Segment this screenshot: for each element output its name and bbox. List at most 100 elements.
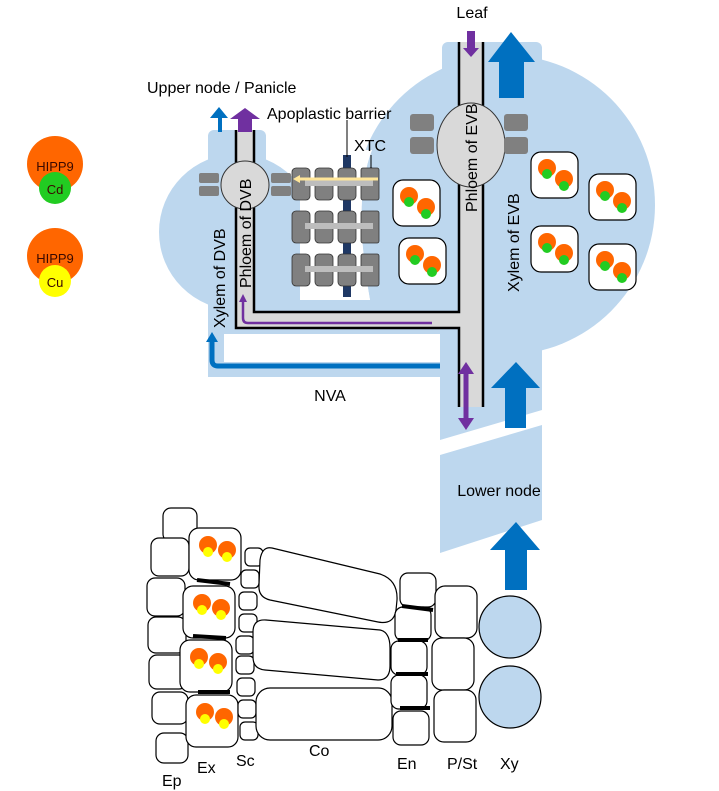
cu-ion-icon [197,605,207,615]
cu-ion-icon [222,552,232,562]
cu-ion-icon [203,547,213,557]
cd-ion-icon [39,172,71,204]
casparian-strip [192,634,227,640]
nva-label: NVA [314,388,346,405]
hipp9-protein-icon [190,648,208,666]
cd-ion-icon [410,255,420,265]
nva-gap [224,334,440,362]
plasmodesmata [305,223,373,229]
root-xylem-arrow [490,522,540,590]
leaf-label: Leaf [456,5,488,22]
layer-label-xy: Xy [500,756,519,773]
legend: HIPP9 Cd HIPP9 Cu [27,136,83,297]
layer-label-ep: Ep [162,773,182,790]
layer-label-en: En [397,756,417,773]
pericycle-cell [431,637,475,691]
hipp9-protein-icon [196,703,214,721]
hipp9-protein-icon [218,541,236,559]
hipp9-cd-cell [588,243,637,291]
cd-ion-icon [542,243,552,253]
pericycle-cell [433,689,477,743]
hipp9-protein-icon [209,653,227,671]
upper-node-label: Upper node / Panicle [147,80,297,97]
evb-top-stem [442,42,542,102]
sclerenchyma-cell [235,635,255,655]
hipp9-protein-icon [27,228,83,284]
phloem-dvb-label: Phloem of DVB [238,179,255,288]
lower-node-segment [440,425,542,553]
legend-hipp9-cu: HIPP9 Cu [27,228,83,297]
companion-cells [199,114,528,196]
legend-hipp9-cd: HIPP9 Cd [27,136,83,204]
layer-label-ex: Ex [197,760,216,777]
layer-label-sc: Sc [236,753,255,770]
xylem-vessel [478,595,542,659]
hipp9-cu-cell [182,585,236,639]
legend-protein-label: HIPP9 [36,251,74,266]
hipp9-protein-icon [613,192,631,210]
hipp9-cd-cell [392,179,441,227]
cu-ion-icon [216,610,226,620]
xylem-evb-label: Xylem of EVB [506,193,523,292]
hipp9-protein-icon [555,244,573,262]
layer-label-pst: P/St [447,756,478,773]
cd-ion-icon [600,191,610,201]
evb-phloem-strand [459,42,483,407]
sclerenchyma-cell [236,677,256,697]
lower-node-label: Lower node [457,483,541,500]
dvb-phloem-circle [220,160,270,210]
epidermis-cell [155,732,189,764]
xylem-dvb-label: Xylem of DVB [212,228,229,328]
hipp9-cu-cell [179,639,233,693]
epidermis-cell [151,691,189,725]
upper-xylem-arrow [210,107,228,132]
cd-ion-icon [559,255,569,265]
cd-ion-icon [600,261,610,271]
nva-xylem-flow [209,340,440,369]
labels: Leaf Upper node / Panicle Apoplastic bar… [147,5,541,790]
xtc-label: XTC [354,138,386,155]
layer-label-co: Co [309,743,330,760]
hipp9-cu-cell [188,527,242,581]
cd-ion-icon [427,267,437,277]
xylem-vessel [478,665,542,729]
cd-ion-icon [617,203,627,213]
sclerenchyma-cell [238,591,258,611]
hipp9-cd-cell [530,225,579,273]
sclerenchyma-cell [240,569,260,589]
cortex-cell [255,687,393,741]
legend-metal-label: Cd [47,182,64,197]
hipp9-protein-icon [417,198,435,216]
phloem-flow-to-dvb [241,300,432,325]
cu-ion-icon [213,664,223,674]
hipp9-cu-cell [185,694,239,748]
hipp9-protein-icon [555,170,573,188]
xtc-arrowhead [293,175,300,183]
hipp9-protein-icon [27,136,83,192]
pericycle-cell [434,585,478,639]
hipp9-cd-cell [588,173,637,221]
hipp9-cd-cell [398,237,447,285]
phloem-connector [236,312,464,328]
endodermis-cell [399,572,437,608]
epidermis-cell [150,537,190,577]
phloem-evb-label: Phloem of EVB [464,104,481,213]
cd-ion-icon [404,197,414,207]
hipp9-cd-cell [530,151,579,199]
plasmodesmata [305,180,373,186]
legend-protein-label: HIPP9 [36,159,74,174]
leaf-phloem-arrow [463,31,479,57]
cd-ion-icon [421,209,431,219]
cd-ion-icon [617,273,627,283]
root-cross-section [146,507,542,764]
upper-phloem-arrow [230,108,260,132]
cu-ion-icon [194,659,204,669]
cu-ion-icon [200,714,210,724]
hipp9-protein-icon [212,599,230,617]
cu-ion-icon [219,719,229,729]
casparian-strip [401,604,434,612]
endodermis-cell [394,606,432,642]
endodermis-cell [392,710,430,746]
apoplastic-barrier-label: Apoplastic barrier [267,106,392,123]
sclerenchyma-cell [237,699,257,719]
